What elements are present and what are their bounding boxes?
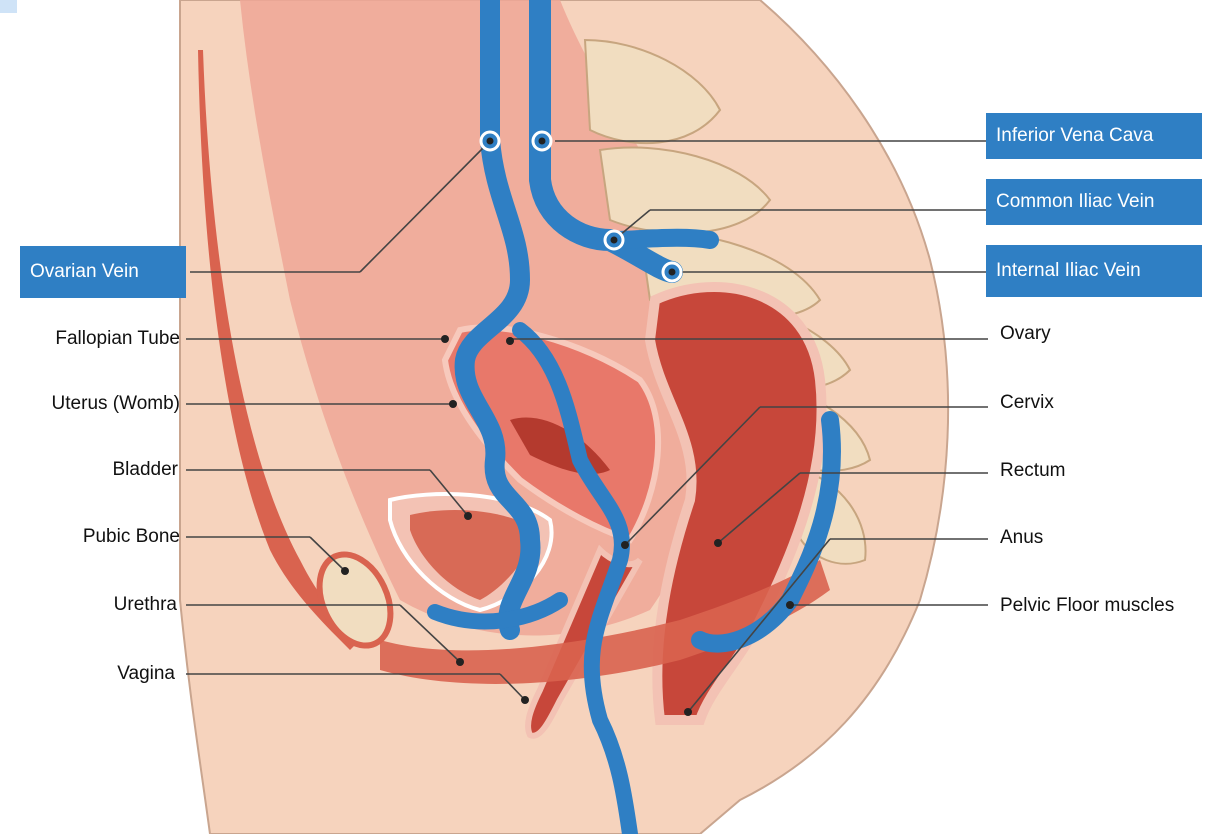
- label-pelvic-floor-muscles: Pelvic Floor muscles: [1000, 595, 1175, 616]
- label-uterus: Uterus (Womb): [51, 393, 180, 414]
- rectum-shape: [644, 282, 827, 725]
- label-common-iliac-vein: Common Iliac Vein: [986, 179, 1202, 225]
- abdominal-muscle: [198, 50, 360, 650]
- common-iliac-branch: [601, 228, 719, 249]
- label-vagina: Vagina: [117, 663, 175, 684]
- ovarian-vein-path: [454, 0, 541, 640]
- veins: [427, 0, 841, 834]
- label-ovary: Ovary: [1000, 323, 1051, 344]
- label-ovarian-vein: Ovarian Vein: [20, 246, 186, 298]
- bladder-interior: [410, 510, 535, 600]
- label-pubic-bone: Pubic Bone: [82, 526, 180, 547]
- rectal-vein-path: [691, 411, 841, 653]
- pelvic-floor-band: [380, 560, 830, 684]
- leader-lines: [186, 140, 988, 713]
- label-fallopian-tube: Fallopian Tube: [55, 328, 180, 349]
- label-urethra: Urethra: [113, 594, 177, 615]
- label-bladder: Bladder: [112, 459, 179, 480]
- organ-markers: [341, 137, 794, 716]
- pelvic-vein-lower: [427, 592, 568, 630]
- label-cervix: Cervix: [1000, 392, 1054, 413]
- uterine-vein-path: [512, 322, 638, 834]
- pubic-bone-shape: [316, 551, 394, 649]
- label-anus: Anus: [1000, 527, 1044, 548]
- corner-marker: [0, 0, 17, 13]
- label-internal-iliac-vein: Internal Iliac Vein: [986, 245, 1202, 297]
- label-inferior-vena-cava: Inferior Vena Cava: [986, 113, 1202, 159]
- label-rectum: Rectum: [1000, 460, 1066, 481]
